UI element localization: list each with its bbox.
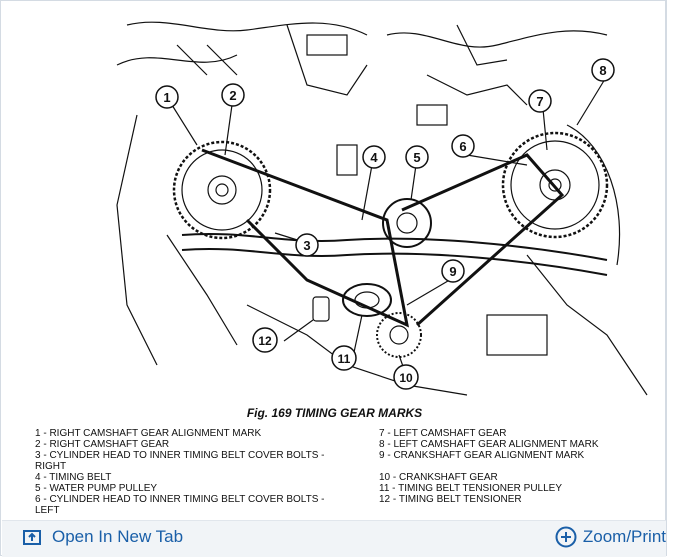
svg-text:2: 2 [229, 88, 236, 103]
callout-10: 10 [393, 364, 419, 390]
svg-text:10: 10 [399, 371, 413, 385]
open-new-tab-icon [23, 530, 41, 545]
svg-text:12: 12 [258, 334, 272, 348]
legend-item: 12 - TIMING BELT TENSIONER [379, 494, 522, 505]
legend-item: 7 - LEFT CAMSHAFT GEAR [379, 428, 507, 439]
zoom-plus-icon [555, 526, 577, 548]
callout-9: 9 [441, 259, 465, 283]
legend-right-column: 7 - LEFT CAMSHAFT GEAR 8 - LEFT CAMSHAFT… [379, 428, 649, 505]
legend-item: 9 - CRANKSHAFT GEAR ALIGNMENT MARK [379, 450, 585, 461]
callout-5: 5 [405, 145, 429, 169]
bottom-toolbar: Open In New Tab Zoom/Print [2, 520, 666, 557]
zoom-print-label: Zoom/Print [582, 527, 666, 546]
legend-item: 2 - RIGHT CAMSHAFT GEAR [35, 439, 170, 450]
zoom-print-link[interactable]: Zoom/Print [555, 526, 666, 548]
legend-item: 5 - WATER PUMP PULLEY [35, 483, 158, 494]
callout-4: 4 [362, 145, 386, 169]
svg-text:11: 11 [338, 352, 351, 366]
open-in-new-tab-link[interactable]: Open In New Tab [22, 527, 183, 547]
legend-item: 3 - CYLINDER HEAD TO INNER TIMING BELT C… [35, 450, 325, 472]
callout-7: 7 [528, 89, 552, 113]
callout-1: 1 [155, 85, 179, 109]
timing-gear-diagram: 1 2 3 4 5 6 7 8 [116, 21, 648, 396]
legend-item: 8 - LEFT CAMSHAFT GEAR ALIGNMENT MARK [379, 439, 599, 450]
callout-6: 6 [451, 134, 475, 158]
legend-left-column: 1 - RIGHT CAMSHAFT GEAR ALIGNMENT MARK 2… [35, 428, 345, 516]
callout-2: 2 [221, 83, 245, 107]
figure-title: Fig. 169 TIMING GEAR MARKS [246, 406, 423, 420]
svg-text:8: 8 [599, 63, 606, 78]
callout-3: 3 [295, 233, 319, 257]
svg-text:7: 7 [536, 94, 543, 109]
legend-item: 11 - TIMING BELT TENSIONER PULLEY [379, 483, 563, 494]
open-in-new-tab-label: Open In New Tab [52, 527, 184, 546]
legend-item: 6 - CYLINDER HEAD TO INNER TIMING BELT C… [35, 494, 325, 516]
callout-8: 8 [591, 58, 615, 82]
svg-text:3: 3 [303, 238, 310, 253]
svg-text:9: 9 [449, 264, 456, 279]
legend-item: 10 - CRANKSHAFT GEAR [379, 472, 498, 483]
legend-item: 4 - TIMING BELT [35, 472, 112, 483]
svg-text:5: 5 [413, 150, 420, 165]
legend-item: 1 - RIGHT CAMSHAFT GEAR ALIGNMENT MARK [35, 428, 262, 439]
svg-text:6: 6 [459, 139, 466, 154]
callout-12: 12 [252, 327, 278, 353]
callout-11: 11 [331, 345, 357, 371]
svg-text:4: 4 [370, 150, 378, 165]
svg-text:1: 1 [163, 90, 170, 105]
